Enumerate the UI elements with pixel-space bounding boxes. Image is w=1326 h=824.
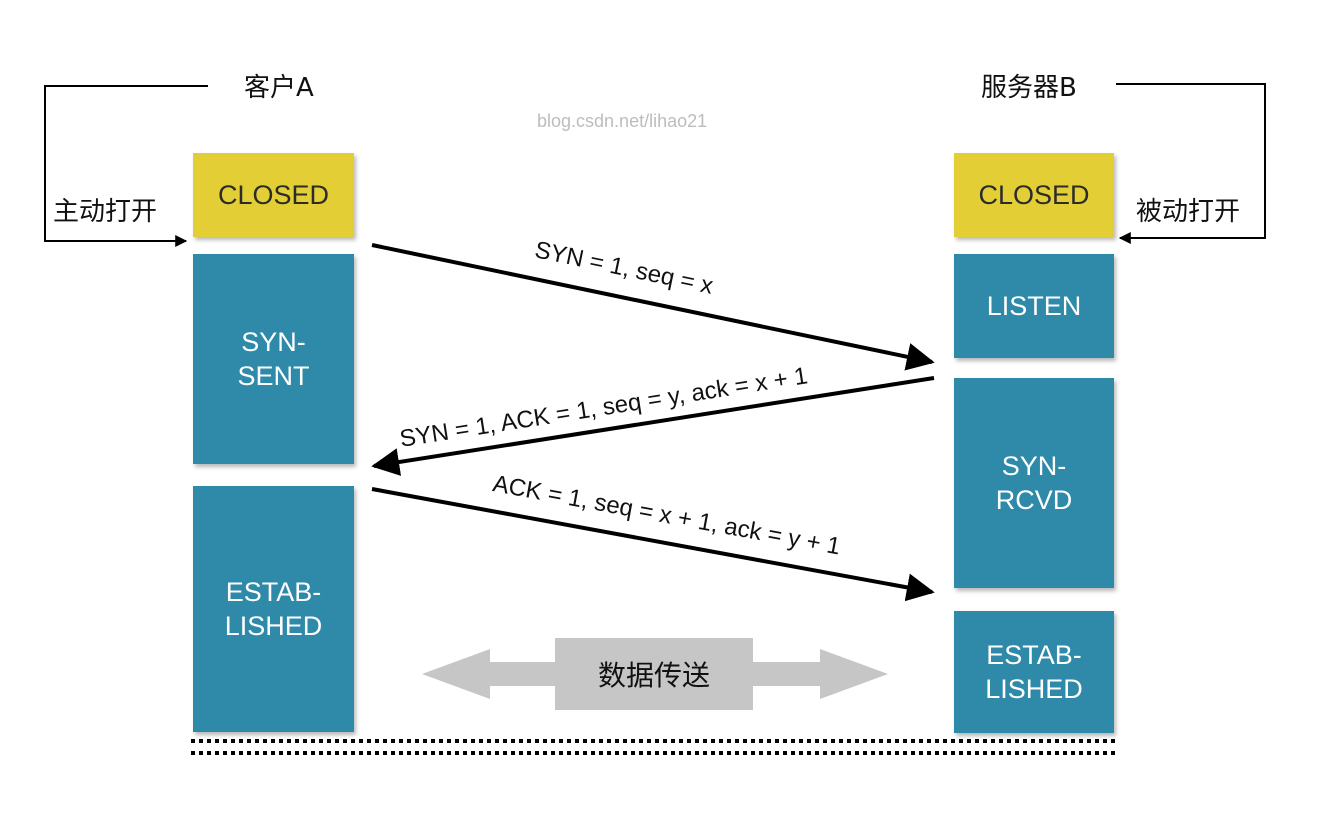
server-title: 服务器B (981, 73, 1077, 103)
data-transfer-label: 数据传送 (597, 659, 710, 692)
syn-ack-arrow (371, 376, 935, 476)
watermark: blog.csdn.net/lihao21 (537, 111, 708, 131)
active-open-connector (44, 85, 208, 247)
passive-open-label: 被动打开 (1136, 197, 1241, 227)
client-state-closed: CLOSED (193, 153, 354, 237)
client-title: 客户A (244, 73, 314, 103)
passive-open-connector (1116, 83, 1266, 244)
active-open-label: 主动打开 (53, 197, 158, 227)
ack-arrow (371, 487, 935, 602)
server-state-closed: CLOSED (954, 153, 1114, 237)
data-transfer-box (555, 638, 753, 710)
server-state-established: ESTAB- LISHED (954, 611, 1114, 733)
server-state-listen: LISTEN (954, 254, 1114, 358)
client-state-established: ESTAB- LISHED (193, 486, 354, 732)
client-state-syn-sent: SYN- SENT (193, 254, 354, 464)
syn-arrow (371, 243, 935, 371)
server-state-syn-rcvd: SYN- RCVD (954, 378, 1114, 588)
